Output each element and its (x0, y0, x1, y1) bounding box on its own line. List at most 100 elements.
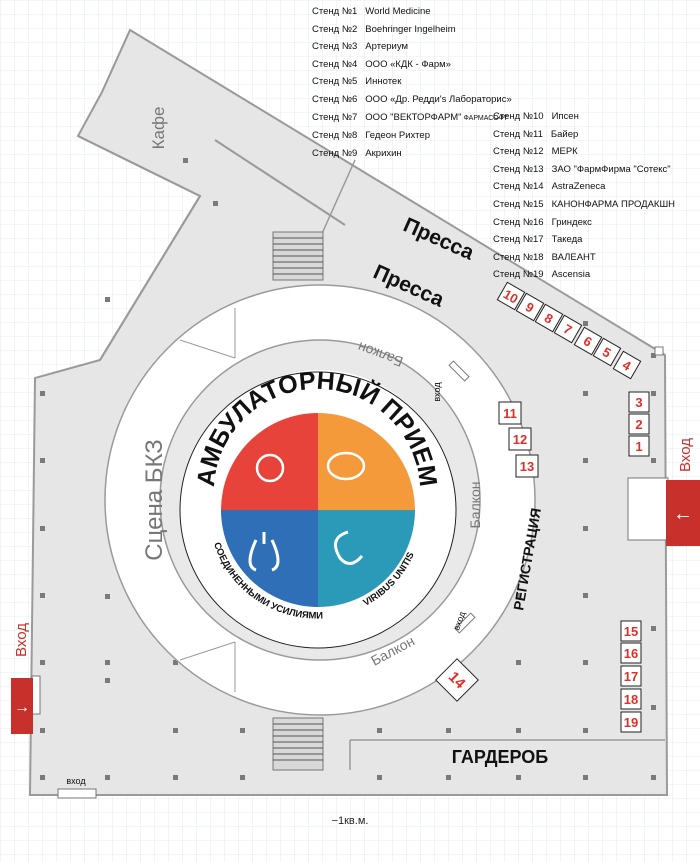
stand-10[interactable]: 10 (496, 281, 526, 311)
stand-box (435, 658, 479, 702)
stand-1[interactable]: 1 (628, 435, 650, 457)
stand-3[interactable]: 3 (628, 391, 650, 413)
stand-number: 12 (513, 432, 527, 447)
stand-number: 15 (624, 624, 638, 639)
stand-box (592, 337, 622, 367)
stand-box (496, 281, 526, 311)
stand-7[interactable]: 7 (553, 314, 583, 344)
stand-number: 19 (624, 715, 638, 730)
stand-number: 16 (624, 646, 638, 661)
door-bottom (57, 788, 97, 799)
stand-box (620, 688, 642, 710)
legend-company-name: World Medicine (365, 6, 431, 17)
heart-icon (255, 453, 285, 483)
entrance-right[interactable]: ← Вход (627, 438, 700, 546)
legend-stand-number: Стенд №3 (312, 41, 358, 53)
door-left (31, 675, 41, 715)
legend-row: Стенд №18 ВАЛЕАНТ (493, 249, 675, 267)
legend-stand-number: Стенд №11 (493, 128, 543, 140)
stand-19[interactable]: 19 (620, 711, 642, 733)
stand-number: 3 (635, 395, 642, 410)
stand-box (620, 620, 642, 642)
stand-number: 18 (624, 692, 638, 707)
stand-number: 10 (501, 286, 521, 306)
stand-13[interactable]: 13 (515, 454, 539, 478)
legend-company-name: Артериум (365, 41, 409, 53)
stand-16[interactable]: 16 (620, 642, 642, 664)
stand-14[interactable]: 14 (435, 658, 479, 702)
legend-row: Стенд №11 Байер (493, 126, 675, 144)
stand-box (515, 454, 539, 478)
brain-icon (326, 451, 366, 481)
legend-stand-number: Стенд №14 (493, 181, 544, 193)
stand-number: 1 (635, 439, 642, 454)
stand-5[interactable]: 5 (592, 337, 622, 367)
stand-box (620, 711, 642, 733)
logo-brain-quadrant (318, 413, 415, 510)
stand-8[interactable]: 8 (534, 303, 564, 333)
legend-company-name: ЗАО "ФармФирма "Сотекс" (551, 163, 671, 175)
legend-stand-number: Стенд №9 (312, 147, 358, 159)
legend-stand-number: Стенд №18 (493, 251, 544, 263)
arrow-left-icon: ← (673, 503, 693, 525)
stand-11[interactable]: 11 (498, 401, 522, 425)
legend-stand-number: Стенд №1 (312, 6, 358, 17)
entrance-left-label: Вход (13, 623, 30, 657)
legend-company-name: Ипсен (551, 111, 579, 122)
stand-box (628, 391, 650, 413)
legend-company-name: Boehringer Ingelheim (365, 23, 456, 35)
entrance-small-bottom: вход (66, 776, 86, 786)
stand-box (628, 413, 650, 435)
stage-label: Сцена БКЗ (141, 439, 168, 560)
arrow-right-icon: → (14, 699, 30, 716)
stand-2[interactable]: 2 (628, 413, 650, 435)
legend-stand-number: Стенд №7 (312, 111, 358, 123)
legend-company-name: ООО «Др. Редди's Лабораторис» (365, 93, 512, 105)
legend-company-name: Байер (550, 128, 579, 140)
entrance-right-label: Вход (677, 438, 694, 472)
cafe-label: Кафе (149, 107, 168, 150)
stand-box (628, 435, 650, 457)
stand-15[interactable]: 15 (620, 620, 642, 642)
legend-stand-number: Стенд №4 (312, 58, 358, 70)
stairs-top (272, 231, 324, 281)
logo-heart-quadrant (221, 413, 318, 510)
stand-12[interactable]: 12 (508, 427, 532, 451)
stand-18[interactable]: 18 (620, 688, 642, 710)
stand-box (515, 292, 545, 322)
stairs-bottom (272, 717, 324, 771)
stand-box (498, 401, 522, 425)
logo-lungs-quadrant (221, 510, 318, 607)
stand-6[interactable]: 6 (573, 326, 603, 356)
legend-company-name: Такеда (551, 234, 583, 246)
entrance-left[interactable]: → Вход (11, 623, 33, 734)
stand-9[interactable]: 9 (515, 292, 545, 322)
legend-company-name: ВАЛЕАНТ (551, 251, 596, 263)
legend-company-name: МЕРК (551, 146, 578, 158)
legend-stand-number: Стенд №13 (493, 163, 544, 175)
legend-company-name: Гриндекс (551, 216, 592, 228)
stand-number: 11 (503, 406, 517, 421)
stand-box (534, 303, 564, 333)
legend-row: Стенд №13 ЗАО "ФармФирма "Сотекс" (493, 161, 675, 179)
balcony-label-right: Балкон (467, 482, 483, 529)
stand-box (612, 350, 642, 380)
stand-4[interactable]: 4 (612, 350, 642, 380)
stand-17[interactable]: 17 (620, 665, 642, 687)
stand-number: 2 (635, 417, 642, 432)
stand-number: 17 (624, 669, 638, 684)
legend-company-sub: фармасофт (461, 114, 508, 122)
